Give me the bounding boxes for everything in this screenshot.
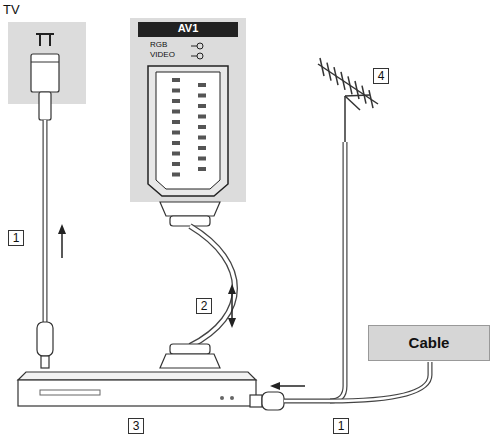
- scart-panel: [130, 18, 246, 202]
- cable-box: Cable: [368, 325, 490, 361]
- scart-socket: [148, 66, 228, 196]
- source-name: Cable: [409, 335, 450, 352]
- rf-cable: [250, 142, 430, 410]
- signal-name: RGB: [150, 41, 167, 50]
- double-arrow: [228, 284, 236, 328]
- recorder: [18, 372, 256, 406]
- scart-panel-node: AV1RGBVIDEO: [130, 18, 246, 202]
- antenna: [318, 58, 378, 142]
- callout-number: 4: [373, 68, 389, 84]
- direction-arrow: [270, 382, 305, 390]
- input-symbol: [191, 43, 203, 59]
- scart-pins: [172, 78, 206, 177]
- rf-cable: [37, 92, 53, 368]
- callout-number: 1: [333, 418, 349, 434]
- rf-socket-plug: [31, 54, 59, 92]
- socket-name: AV1: [138, 22, 238, 34]
- direction-arrow: [58, 224, 66, 258]
- scart-cable: [160, 202, 235, 368]
- device-name: TV: [3, 3, 20, 17]
- scart-socket-inner: [156, 72, 220, 189]
- plug-line: [31, 62, 59, 63]
- panel-header: [138, 22, 238, 37]
- callout-number: 2: [196, 298, 212, 314]
- signal-name: VIDEO: [150, 51, 175, 60]
- aerial-symbol: [36, 34, 54, 46]
- callout-number: 3: [128, 418, 144, 434]
- callout-number: 1: [8, 230, 24, 246]
